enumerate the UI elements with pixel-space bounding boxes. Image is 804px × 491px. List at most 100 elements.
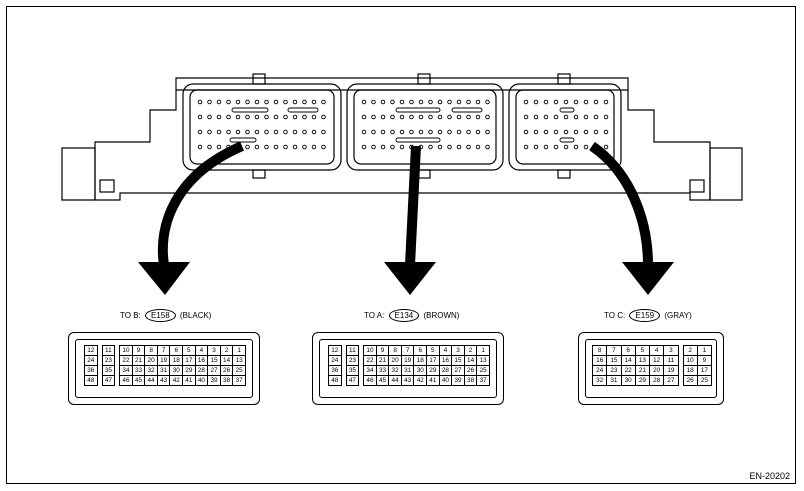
- pin-number: 25: [476, 365, 490, 376]
- pin-number: 18: [682, 365, 698, 376]
- pin-number: 3: [663, 345, 679, 356]
- pin-number: 30: [413, 365, 428, 376]
- pin-number: 17: [426, 355, 440, 366]
- pin-number: 41: [182, 375, 196, 386]
- pin-number: 39: [451, 375, 465, 386]
- header-connector-b: [182, 73, 342, 179]
- arrow-to-b: [138, 262, 190, 295]
- pin-number: 4: [438, 345, 453, 356]
- pin-number: 32: [388, 365, 402, 376]
- pin-number: 2: [463, 345, 478, 356]
- pin-number: 44: [144, 375, 158, 386]
- pin-number: 26: [463, 365, 478, 376]
- pin-number: 17: [696, 365, 713, 376]
- pin-number: 28: [438, 365, 453, 376]
- pin-number: 46: [363, 375, 377, 386]
- pin-number: 13: [232, 355, 246, 366]
- pin-number: 24: [328, 355, 342, 366]
- header-connector-c: [508, 73, 622, 179]
- pin-number: 29: [182, 365, 196, 376]
- pin-number: 41: [426, 375, 440, 386]
- pin-number: 45: [375, 375, 390, 386]
- pin-number: 20: [648, 365, 665, 376]
- pin-number: 27: [451, 365, 465, 376]
- pin-number: 38: [463, 375, 478, 386]
- pin-number: 47: [101, 375, 116, 386]
- connector-b-color: (BLACK): [179, 311, 212, 320]
- pin-number: 7: [156, 345, 171, 356]
- connector-c-code: E159: [629, 309, 661, 322]
- pin-number: 30: [620, 375, 636, 386]
- pin-number: 43: [400, 375, 415, 386]
- pin-number: 26: [682, 375, 698, 386]
- connector-a-code: E134: [388, 309, 420, 322]
- pin-number: 25: [232, 365, 246, 376]
- pin-number: 21: [131, 355, 146, 366]
- pin-number: 11: [101, 345, 116, 356]
- pin-number: 15: [606, 355, 622, 366]
- pin-number: 27: [207, 365, 221, 376]
- pin-number: 19: [663, 365, 679, 376]
- pin-number: 12: [648, 355, 665, 366]
- pin-number: 18: [169, 355, 184, 366]
- pin-number: 27: [663, 375, 679, 386]
- pin-number: 18: [413, 355, 428, 366]
- pin-number: 37: [232, 375, 246, 386]
- pin-number: 21: [634, 365, 651, 376]
- pin-number: 36: [84, 365, 98, 376]
- pin-number: 6: [413, 345, 428, 356]
- pin-number: 31: [400, 365, 415, 376]
- ecu-housing: [61, 77, 743, 201]
- pin-number: 45: [131, 375, 146, 386]
- pin-number: 15: [207, 355, 221, 366]
- pin-number: 34: [119, 365, 133, 376]
- pin-number: 9: [375, 345, 390, 356]
- arrow-to-a: [384, 262, 436, 295]
- pin-number: 22: [620, 365, 636, 376]
- pin-number: 33: [131, 365, 146, 376]
- pin-number: 8: [144, 345, 158, 356]
- pin-number: 40: [194, 375, 209, 386]
- pin-number: 34: [363, 365, 377, 376]
- pin-number: 46: [119, 375, 133, 386]
- pin-number: 33: [375, 365, 390, 376]
- pin-number: 15: [451, 355, 465, 366]
- pin-number: 10: [682, 355, 698, 366]
- pin-number: 14: [219, 355, 234, 366]
- pin-number: 31: [156, 365, 171, 376]
- pin-number: 31: [606, 375, 622, 386]
- pin-number: 5: [426, 345, 440, 356]
- pin-number: 42: [413, 375, 428, 386]
- pin-number: 35: [101, 365, 116, 376]
- header-pin-grid: [197, 99, 609, 150]
- pin-number: 1: [232, 345, 246, 356]
- connector-b-label: TO B: E158 (BLACK): [120, 309, 211, 322]
- pin-number: 28: [194, 365, 209, 376]
- pin-number: 23: [101, 355, 116, 366]
- pin-number: 9: [131, 345, 146, 356]
- pin-number: 48: [84, 375, 98, 386]
- pin-number: 13: [634, 355, 651, 366]
- pin-number: 16: [194, 355, 209, 366]
- diagram-frame: [6, 6, 796, 484]
- pin-number: 40: [438, 375, 453, 386]
- pin-number: 14: [620, 355, 636, 366]
- pin-number: 26: [219, 365, 234, 376]
- pin-number: 8: [591, 345, 608, 356]
- pin-number: 16: [438, 355, 453, 366]
- pin-number: 22: [119, 355, 133, 366]
- pin-number: 3: [207, 345, 221, 356]
- pin-number: 28: [648, 375, 665, 386]
- pin-number: 1: [696, 345, 713, 356]
- pin-number: 22: [363, 355, 377, 366]
